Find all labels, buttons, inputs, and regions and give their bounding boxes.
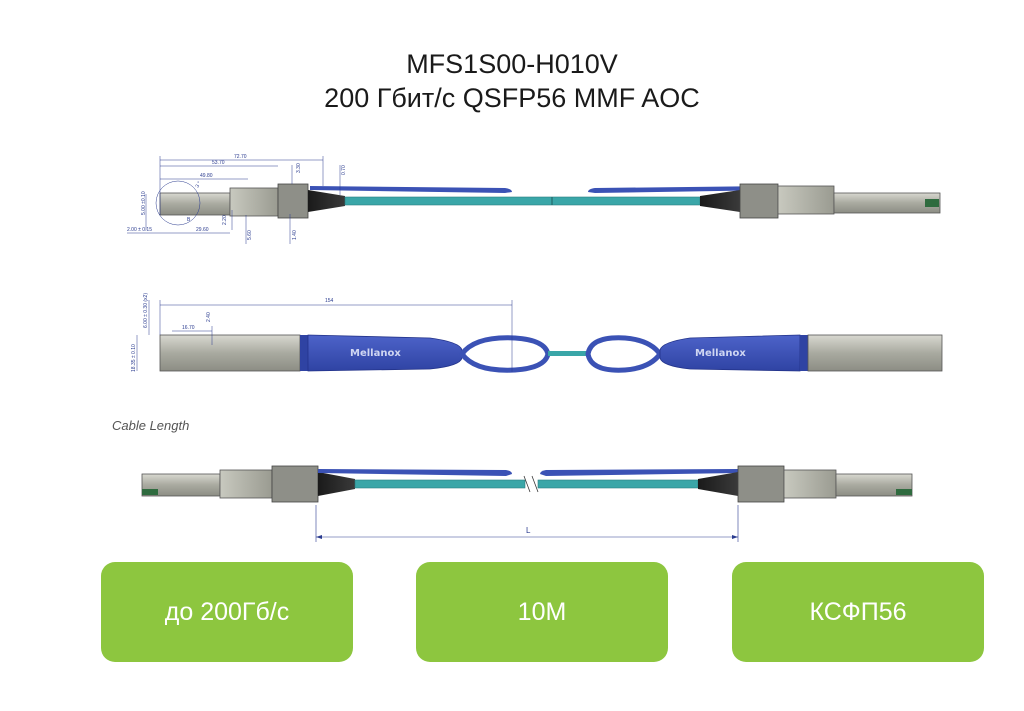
product-model-title: MFS1S00-H010V (406, 49, 618, 79)
left-brand-label: Mellanox (350, 348, 401, 359)
right-module-shell (807, 334, 943, 372)
left-plug-body (159, 192, 231, 216)
length-right-boot (698, 472, 738, 496)
speed-feature-badge: до 200Гб/с (101, 562, 353, 662)
cable-length-drawing: L (141, 465, 913, 542)
right-module-band (800, 335, 808, 371)
left-boot (308, 190, 345, 212)
dim-49-80: 49.80 (200, 173, 213, 179)
length-right-plug (835, 473, 913, 497)
form-factor-feature-badge: КСФП56 (732, 562, 984, 662)
dim-53-70: 53.70 (212, 160, 225, 166)
length-left-cable (354, 479, 526, 489)
dim-angle: 3 ° (195, 181, 203, 189)
dim-1-40: 1.40 (292, 230, 298, 240)
detail-b-label: B (187, 217, 191, 223)
dim-18-35: 18.35 ± 0.10 (131, 344, 137, 372)
dim-5-00: 5.00 ±0.10 (141, 191, 147, 215)
form-factor-feature-label: КСФП56 (809, 597, 907, 626)
dim-154: 154 (325, 298, 334, 304)
right-brand-label: Mellanox (695, 348, 746, 359)
dim-2-00: 2.00 ± 0.15 (127, 227, 152, 233)
right-pcb-edge (925, 199, 939, 207)
dim-3-30: 3.30 (296, 163, 302, 173)
dim-0-70: 0.70 (341, 165, 347, 175)
cable-segment (344, 196, 701, 206)
dim-2-40: 2.40 (206, 312, 212, 322)
right-blue-pull-tab (659, 334, 801, 372)
right-pull-loop (585, 335, 664, 373)
left-pull-loop (458, 335, 551, 373)
length-right-shell (737, 465, 785, 503)
dim-2-20: 2.20 (222, 215, 228, 225)
dim-72-70: 72.70 (234, 154, 247, 160)
right-pull-tab (588, 186, 780, 193)
right-boot (700, 190, 740, 212)
length-left-pull-tab (318, 469, 512, 476)
dim-5-60: 5.60 (247, 230, 253, 240)
length-left-shell (271, 465, 319, 503)
top-view-drawing: Mellanox Mellanox 154 6.00 ± 0.30 (x2) 1… (131, 293, 943, 373)
cable-length-caption: Cable Length (112, 418, 190, 433)
dim-16-70: 16.70 (182, 325, 195, 331)
product-description-title: 200 Гбит/с QSFP56 MMF AOC (324, 83, 700, 113)
length-dimension-label: L (526, 526, 531, 535)
length-left-boot (318, 472, 355, 496)
length-right-cable (537, 479, 699, 489)
dim-6-00: 6.00 ± 0.30 (x2) (143, 293, 149, 328)
right-connector-shell (739, 183, 779, 219)
left-connector-shell (277, 183, 309, 219)
left-blue-pull-tab (307, 334, 463, 372)
left-module-band (300, 335, 308, 371)
right-latch-housing (777, 185, 835, 215)
length-feature-label: 10M (517, 597, 567, 626)
length-right-latch (783, 469, 837, 499)
left-pull-tab (310, 186, 512, 193)
dim-29-60: 29.60 (196, 227, 209, 233)
left-module-shell (159, 334, 301, 372)
right-plug-body (833, 192, 941, 214)
mid-cable (548, 351, 588, 356)
left-latch-housing (229, 187, 279, 217)
side-view-drawing: 72.70 53.70 49.80 3.30 0.70 3 ° 5.00 ±0.… (127, 154, 941, 244)
length-right-pull-tab (540, 469, 738, 476)
length-feature-badge: 10M (416, 562, 668, 662)
length-left-latch (219, 469, 273, 499)
speed-feature-label: до 200Гб/с (164, 597, 290, 626)
